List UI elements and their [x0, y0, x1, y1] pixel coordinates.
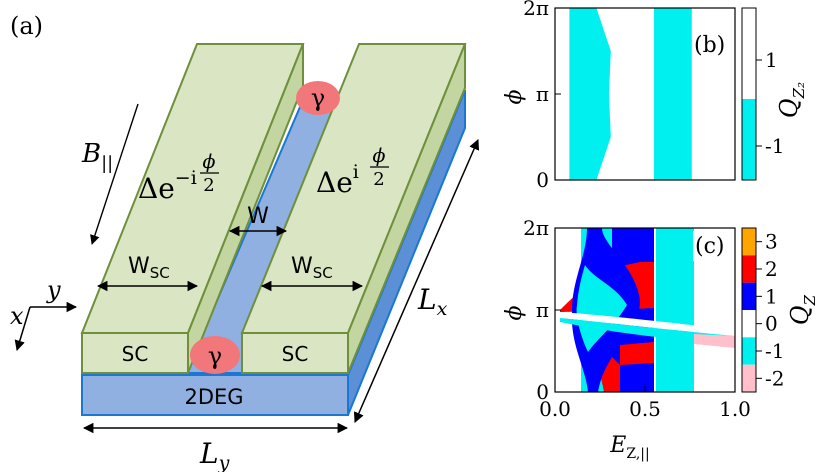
panel-b-yticks: 0 π 2π	[523, 0, 561, 192]
panel-b-label: (b)	[694, 33, 725, 58]
cb-c-swatch	[742, 282, 756, 310]
c-cyan-lens	[576, 265, 627, 352]
panel-b-label-bg	[692, 30, 732, 60]
panel-c-colorbar: 3 2 1 0 -1 -2 QZ	[741, 227, 819, 393]
sc-left-front	[81, 332, 189, 374]
c-cyan-right-band	[656, 228, 694, 392]
b-ytick-label: π	[536, 82, 549, 106]
b-ytick-label: 0	[536, 168, 549, 192]
colorbar-b-label: QZ₂	[775, 82, 808, 118]
panel-c-ylabel: ϕ	[502, 306, 527, 321]
b-region-narrow	[569, 8, 611, 180]
colorbar-c-label: QZ	[786, 294, 819, 325]
c-cyan-streak	[560, 318, 735, 344]
panel-a: (a) 2DEG SC SC γ	[10, 12, 480, 472]
panel-a-label: (a)	[10, 12, 43, 40]
c-ytick-label: 0	[536, 380, 549, 404]
majorana-bottom: γ	[190, 336, 240, 374]
field-arrow	[90, 103, 139, 245]
svg-text:ϕ: ϕ	[203, 151, 216, 173]
cb-c-swatch	[742, 364, 756, 392]
svg-text:y: y	[46, 276, 61, 304]
majorana-top: γ	[296, 81, 340, 115]
sc-left-label: SC	[122, 342, 149, 366]
panel-c-regions	[560, 228, 735, 392]
cb-c-swatch	[742, 310, 756, 338]
panel-c: (c) 0 π 2π 0.0 0.5 1.0 ϕ EZ,|| 3 2 1 0 -1 -2 QZ	[502, 216, 819, 462]
b-region-wide	[654, 8, 692, 180]
cb-c-tick-label: 3	[765, 230, 778, 254]
panel-b-ylabel: ϕ	[502, 90, 527, 105]
cb-c-tick-label: -2	[765, 366, 784, 390]
cb-c-swatch	[742, 255, 756, 283]
c-ytick-label: π	[536, 298, 549, 322]
c-xtick-label: 0.5	[629, 397, 661, 421]
svg-text:x: x	[10, 302, 24, 330]
c-xtick-label: 1.0	[719, 397, 751, 421]
svg-text:2: 2	[373, 169, 384, 190]
cb-c-tick-label: -1	[765, 339, 784, 363]
svg-text:W: W	[247, 204, 269, 229]
svg-text:2: 2	[203, 175, 214, 196]
panel-c-label: (c)	[695, 234, 725, 259]
gap-left-label: Δe−i ϕ 2	[138, 151, 219, 205]
sc-left-block: SC	[80, 43, 305, 374]
colorbar-c-swatches	[742, 228, 756, 392]
svg-text:WSC: WSC	[291, 254, 333, 282]
width-label: W	[228, 204, 288, 237]
ly-label: Ly	[82, 422, 349, 472]
lx-label: Lx	[353, 139, 480, 423]
cb-c-swatch	[742, 228, 756, 256]
svg-text:WSC: WSC	[128, 254, 170, 282]
field-label: B||	[81, 103, 139, 245]
cb-b-tick-label: 1	[765, 48, 778, 72]
coordinate-axes: y x	[10, 276, 78, 352]
wsc-right-label: WSC	[260, 254, 364, 292]
c-ytick-label: 2π	[523, 216, 549, 240]
colorbar-b-ticks: 1 -1	[756, 48, 784, 158]
wsc-left-label: WSC	[96, 254, 199, 292]
cb-c-swatch	[742, 337, 756, 365]
sc-right-label: SC	[282, 342, 309, 366]
svg-text:ϕ: ϕ	[373, 145, 386, 167]
svg-text:Δe−i: Δe−i	[138, 167, 197, 205]
cb-c-tick-label: 1	[765, 284, 778, 308]
b-ytick-label: 2π	[523, 0, 549, 20]
cb-b-tick-label: -1	[765, 134, 784, 158]
panel-c-xlabel: EZ,||	[609, 433, 649, 462]
majorana-top-label: γ	[311, 84, 325, 112]
sc-right-front	[241, 332, 349, 374]
c-xtick-label: 0.0	[539, 397, 571, 421]
svg-text:Ly: Ly	[199, 437, 230, 472]
cb-c-tick-label: 2	[765, 257, 778, 281]
cb-c-tick-label: 0	[765, 312, 778, 336]
colorbar-b-white	[742, 8, 756, 99]
panel-c-yticks: 0 π 2π	[523, 216, 561, 404]
colorbar-b-cyan	[742, 99, 756, 180]
colorbar-c-ticks: 3 2 1 0 -1 -2	[756, 230, 784, 390]
svg-text:Lx: Lx	[417, 283, 448, 320]
c-white-streak	[560, 312, 735, 336]
majorana-bottom-label: γ	[208, 342, 222, 370]
svg-text:Δei: Δei	[316, 161, 359, 199]
c-pink-streak	[694, 334, 735, 348]
deg-label: 2DEG	[184, 385, 243, 409]
panel-b-colorbar: 1 -1 QZ₂	[741, 7, 808, 181]
svg-text:B||: B||	[81, 139, 113, 174]
panel-c-label-bg	[693, 231, 733, 261]
deg-front-face	[81, 374, 349, 416]
panel-b: (b) 0 π 2π ϕ 1 -1 QZ₂	[502, 0, 808, 192]
panel-c-xticks: 0.0 0.5 1.0	[539, 386, 751, 421]
